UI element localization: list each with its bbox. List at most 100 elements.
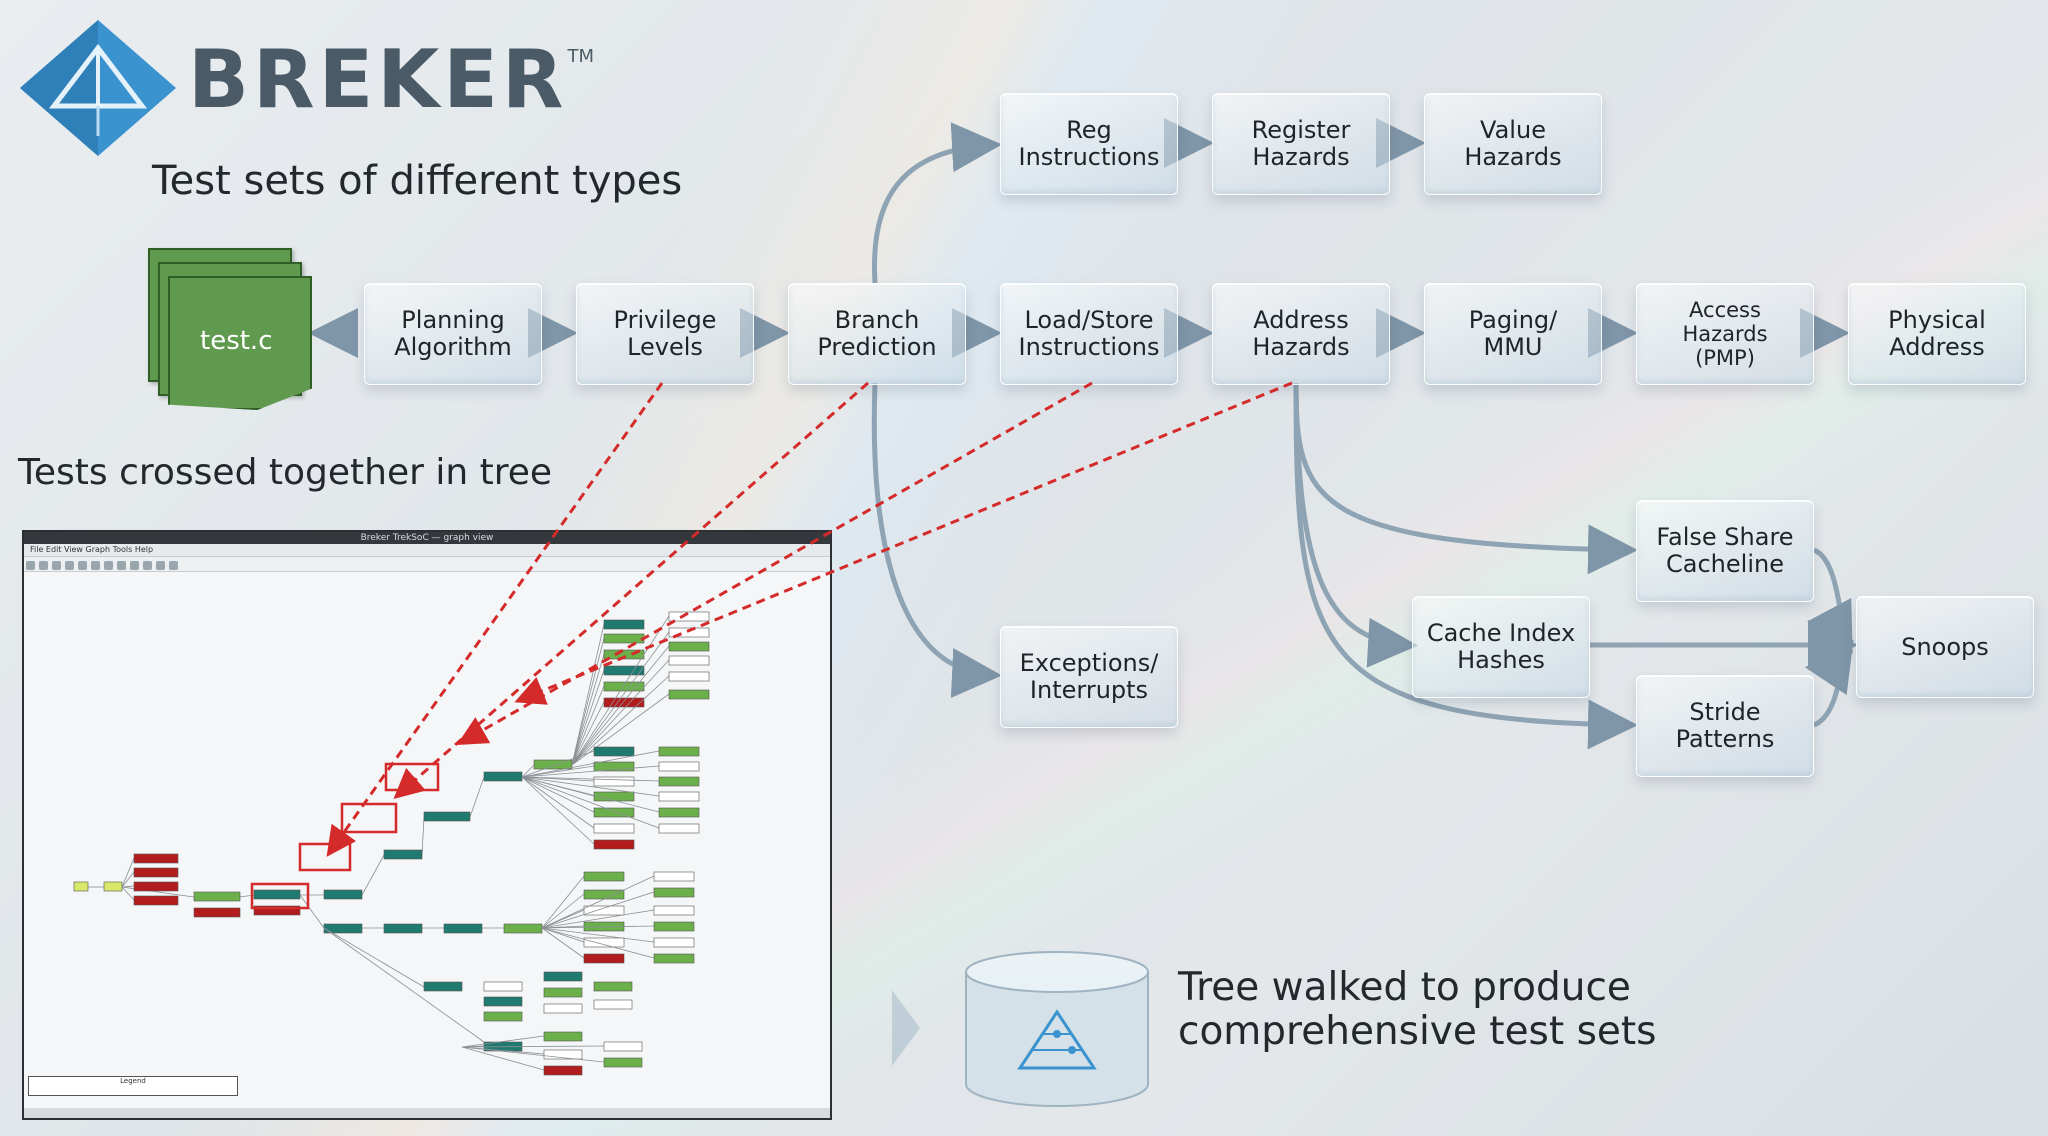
tree-node xyxy=(583,871,625,882)
tree-node xyxy=(423,981,463,992)
arrow-stride-to-snoops xyxy=(1805,639,1854,728)
tree-edge xyxy=(461,1046,605,1063)
tree-node xyxy=(658,823,700,834)
tree-node xyxy=(653,953,695,964)
tree-node-red xyxy=(193,907,241,918)
tree-node-red xyxy=(133,853,179,864)
tree-node xyxy=(603,619,645,630)
tree-edge xyxy=(541,909,655,929)
tree-edge xyxy=(323,927,485,1043)
tree-node xyxy=(593,761,635,772)
breker-logo-icon xyxy=(20,20,176,156)
tree-edge xyxy=(541,875,585,929)
tree-edge xyxy=(571,685,605,766)
tree-edge xyxy=(541,927,655,943)
tree-node xyxy=(323,889,363,900)
tree-node xyxy=(443,923,483,934)
tree-node xyxy=(483,771,523,782)
tree-edge xyxy=(521,776,595,813)
tree-edge xyxy=(361,854,385,896)
tree-node xyxy=(668,611,710,622)
tree-node xyxy=(383,849,423,860)
tree-node-red xyxy=(133,867,179,878)
tree-edge xyxy=(521,776,660,813)
tree-node xyxy=(593,839,635,850)
tree-edge xyxy=(571,669,605,766)
tool-toolbar xyxy=(24,557,830,572)
tree-edge xyxy=(521,764,535,778)
tree-edge xyxy=(571,637,605,766)
tree-node xyxy=(658,791,700,802)
tool-title-bar: Breker TrekSoC — graph view xyxy=(24,532,830,544)
tree-node xyxy=(668,689,710,700)
tree-node xyxy=(483,981,523,992)
highlight-box xyxy=(298,842,352,872)
tree-edge xyxy=(521,776,660,829)
tree-node xyxy=(543,1003,583,1014)
tool-legend: Legend xyxy=(28,1076,238,1096)
database-cylinder-icon xyxy=(965,951,1149,1107)
tree-node xyxy=(658,761,700,772)
arrow-falseshare-to-snoops xyxy=(1807,547,1853,654)
tool-menu-bar: File Edit View Graph Tools Help xyxy=(24,544,830,557)
tree-node xyxy=(593,746,635,757)
tree-node xyxy=(583,953,625,964)
arrow-branch-to-exceptions xyxy=(871,382,1002,698)
node-address-hazards: Address Hazards xyxy=(1212,283,1390,385)
heading-test-sets: Test sets of different types xyxy=(152,158,683,204)
tree-edge xyxy=(541,893,585,929)
tree-node xyxy=(543,987,583,998)
tree-edge xyxy=(521,750,595,778)
node-false-share: False Share Cacheline xyxy=(1636,500,1814,602)
play-arrow-icon xyxy=(892,990,920,1066)
tree-edge xyxy=(541,891,655,929)
mapping-arrow-address xyxy=(514,381,1293,705)
tree-edge xyxy=(521,750,660,778)
tree-edge xyxy=(571,701,605,766)
tree-node xyxy=(73,881,89,892)
tree-edge xyxy=(461,1046,545,1071)
tree-node-red xyxy=(253,905,301,916)
tree-edge xyxy=(571,615,670,766)
tree-edge xyxy=(571,659,670,766)
node-register-hazards: Register Hazards xyxy=(1212,93,1390,195)
tree-edge xyxy=(571,623,605,766)
node-snoops: Snoops xyxy=(1856,596,2034,698)
tree-node xyxy=(658,807,700,818)
tree-node xyxy=(658,746,700,757)
tree-node xyxy=(193,891,241,902)
tree-node xyxy=(253,889,301,900)
tree-edge xyxy=(461,1045,605,1048)
tree-node xyxy=(593,776,635,787)
tree-node xyxy=(593,999,633,1010)
tree-edge xyxy=(571,645,670,766)
tree-node xyxy=(323,923,363,934)
tree-edge xyxy=(121,886,135,901)
tree-edge xyxy=(521,765,660,778)
file-sheet-front xyxy=(168,276,312,410)
tree-edge xyxy=(421,816,425,856)
tree-node xyxy=(503,923,543,934)
arrow-address-to-stride xyxy=(1293,382,1638,750)
tree-node xyxy=(593,823,635,834)
tree-node xyxy=(603,697,645,708)
tree-node xyxy=(593,807,635,818)
tree-edge xyxy=(541,875,655,929)
tree-node xyxy=(543,1065,583,1076)
tree-edge xyxy=(541,927,585,943)
tree-node xyxy=(543,1049,583,1060)
node-physical-address: Physical Address xyxy=(1848,283,2026,385)
node-access-hazards: Access Hazards (PMP) xyxy=(1636,283,1814,385)
tree-edge xyxy=(571,631,670,766)
tree-node xyxy=(668,655,710,666)
file-label: test.c xyxy=(200,326,273,356)
tree-node xyxy=(593,791,635,802)
node-paging-mmu: Paging/ MMU xyxy=(1424,283,1602,385)
tool-scrollbar[interactable] xyxy=(24,1108,830,1118)
tree-node xyxy=(658,776,700,787)
node-reg-instructions: Reg Instructions xyxy=(1000,93,1178,195)
tree-node xyxy=(583,905,625,916)
tree-edge xyxy=(469,776,485,818)
highlight-box xyxy=(340,802,398,834)
mapping-arrow-loadstore xyxy=(456,381,1093,745)
